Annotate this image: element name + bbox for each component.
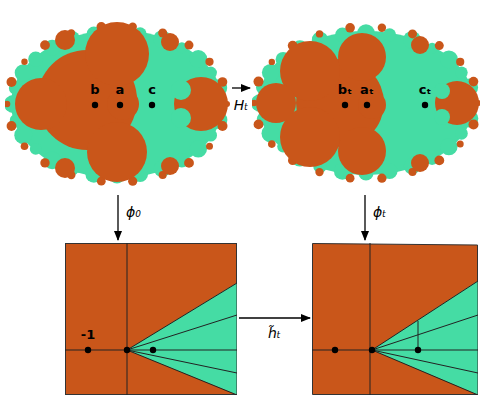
map-arrow [364,195,365,240]
illustration [312,243,478,395]
point-label: c [148,83,156,96]
model-square [312,243,478,395]
illustration [5,0,230,192]
map-label: h̃ₜ [268,326,281,340]
point-label: b [90,83,99,96]
julia-set-figure: bac [5,0,230,192]
illustration [252,5,480,192]
map-arrow [232,87,250,88]
map-label: ϕₜ [373,205,386,219]
point-label: cₜ [419,83,432,96]
julia-set-figure: bₜaₜ cₜ [252,5,480,192]
point-label: -1 [81,328,95,341]
map-arrow [117,195,118,240]
point-label: bₜ [338,83,352,96]
model-square: -1 [65,243,237,395]
illustration [65,243,237,395]
map-label: ϕ₀ [126,205,141,219]
point-label: a [116,83,125,96]
map-label: Hₜ [234,98,249,112]
point-label: aₜ [360,83,374,96]
map-arrow [239,317,310,318]
